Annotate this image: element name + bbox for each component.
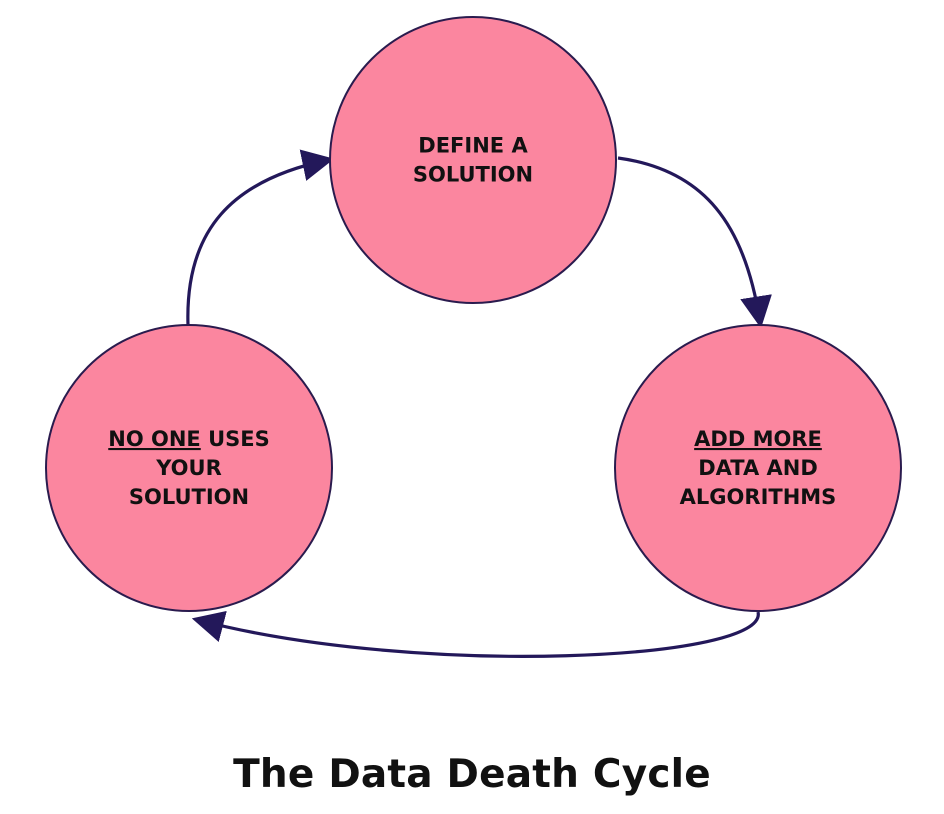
node-circle <box>329 16 617 304</box>
arrow-add-more-to-no-one <box>191 610 760 658</box>
node-circle <box>45 324 333 612</box>
node-label: NO ONE USES YOUR SOLUTION <box>108 427 269 509</box>
node-label-segment: ADD MORE <box>694 427 822 451</box>
node-label-segment: USES <box>201 427 270 451</box>
node-label-segment: DATA AND <box>698 456 818 480</box>
node-define-a-solution: DEFINE A SOLUTION <box>329 16 617 304</box>
diagram-title: The Data Death Cycle <box>233 752 711 797</box>
node-label-segment: NO ONE <box>108 427 201 451</box>
node-label: DEFINE A SOLUTION <box>413 134 533 187</box>
node-circle <box>614 324 902 612</box>
node-add-more-data-and-algorithms: ADD MORE DATA AND ALGORITHMS <box>614 324 902 612</box>
node-label: ADD MORE DATA AND ALGORITHMS <box>680 427 837 509</box>
node-no-one-uses-your-solution: NO ONE USES YOUR SOLUTION <box>45 324 333 612</box>
arrow-no-one-to-define <box>186 149 335 326</box>
node-label-segment: SOLUTION <box>413 163 533 187</box>
node-label-segment: ALGORITHMS <box>680 485 837 509</box>
arrow-define-to-add-more <box>617 156 772 329</box>
node-label-segment: SOLUTION <box>129 485 249 509</box>
node-label-segment: YOUR <box>155 456 222 480</box>
node-label-segment: DEFINE A <box>418 134 528 158</box>
